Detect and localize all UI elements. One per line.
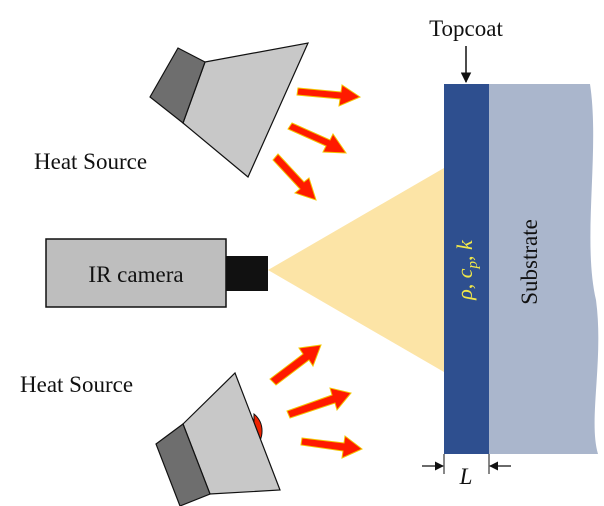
heat-source-bottom-label: Heat Source <box>20 372 133 397</box>
thickness-dimension <box>422 454 511 474</box>
heat-arrow <box>272 153 317 201</box>
substrate-label: Substrate <box>517 219 542 305</box>
topcoat-label: Topcoat <box>429 16 503 41</box>
ir-camera-label: IR camera <box>88 262 183 287</box>
substrate-layer <box>488 84 599 454</box>
heat-source-top-label: Heat Source <box>34 149 147 174</box>
heat-arrow <box>296 84 362 107</box>
lamp-housing-top <box>149 47 206 124</box>
topcoat-layer <box>444 84 489 454</box>
heat-arrow <box>300 435 363 459</box>
specific-heat-symbol: c <box>452 268 477 278</box>
property-separator: , <box>452 250 477 261</box>
ir-camera: IR camera <box>45 238 268 308</box>
camera-body <box>45 238 227 308</box>
camera-view-cone <box>268 168 444 372</box>
property-separator: , <box>452 278 477 289</box>
lamp-housing-bottom <box>155 423 211 506</box>
heat-arrow <box>286 387 352 419</box>
heat-arrow <box>269 344 322 386</box>
heat-arrows <box>269 84 363 459</box>
heat-source-lamp-top <box>149 42 310 178</box>
heat-arrow <box>287 122 347 154</box>
thickness-label: L <box>459 464 473 489</box>
specific-heat-subscript: p <box>465 260 481 269</box>
camera-lens <box>226 256 268 291</box>
material-properties-label: ρ, cp, k <box>452 239 481 301</box>
rho-symbol: ρ <box>452 289 477 301</box>
conductivity-symbol: k <box>452 239 477 250</box>
heat-source-lamp-bottom <box>155 371 281 506</box>
